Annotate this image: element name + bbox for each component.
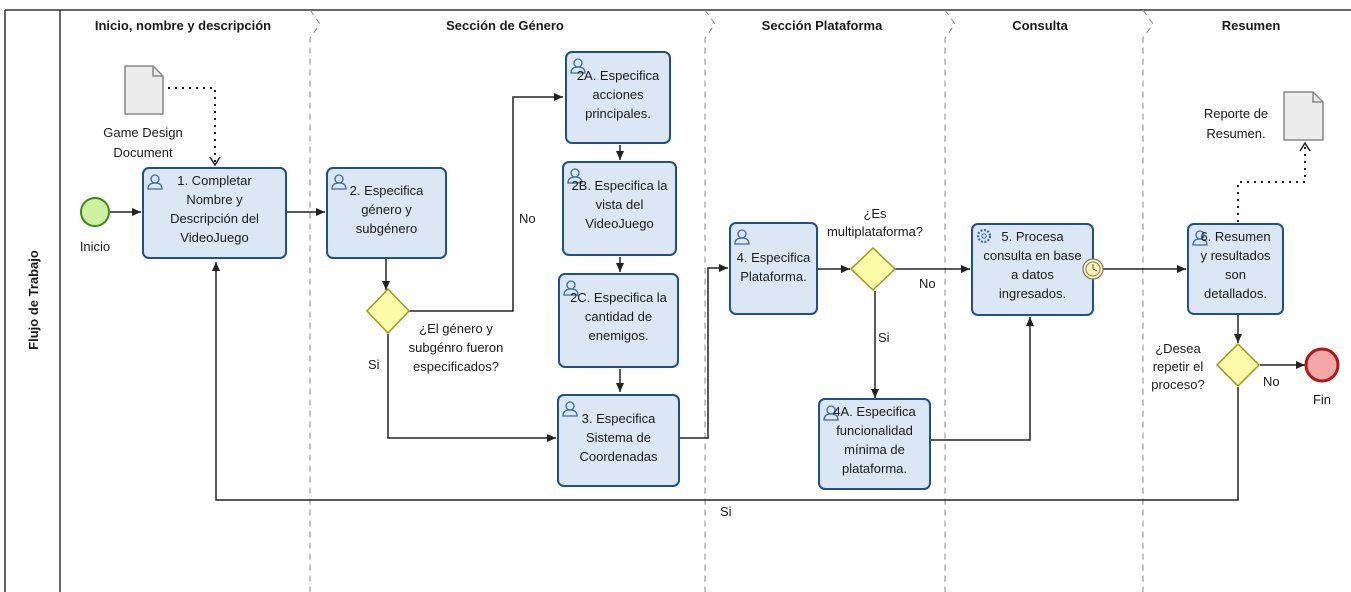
svg-text:¿Desea: ¿Desea — [1155, 341, 1201, 356]
task-t2c-label: 2C. Especifica la — [570, 290, 668, 305]
svg-text:¿Es: ¿Es — [863, 206, 887, 221]
pool-frame — [4, 9, 1351, 592]
document-report-label-2: Resumen. — [1206, 126, 1265, 141]
task-t5-label: ingresados. — [999, 286, 1066, 301]
task-t6-label: y resultados — [1200, 248, 1271, 263]
section-header-plataforma: Sección Plataforma — [762, 18, 883, 33]
task-t5-label: a datos — [1011, 267, 1054, 282]
gear-icon — [976, 228, 992, 244]
task-t3-label: Coordenadas — [579, 449, 658, 464]
task-t4a-label: funcionalidad — [836, 423, 913, 438]
task-t4a[interactable]: 4A. Especifica funcionalidad mínima de plat… — [818, 398, 931, 490]
svg-text:proceso?: proceso? — [1151, 377, 1204, 392]
task-t4a-label: mínima de — [844, 442, 905, 457]
end-event[interactable] — [1304, 347, 1340, 383]
associations — [168, 87, 1311, 222]
task-t4-label: Plataforma. — [740, 269, 806, 284]
lane-label: Flujo de Trabajo — [26, 250, 41, 350]
user-icon — [823, 405, 839, 421]
task-t1-label: VideoJuego — [180, 230, 248, 245]
end-event-label: Fin — [1313, 392, 1331, 407]
user-icon — [331, 174, 347, 190]
task-t2b-label: vista del — [596, 197, 644, 212]
document-game-design[interactable] — [124, 65, 164, 115]
task-t5[interactable]: 5. Procesa consulta en base a datos ingresa… — [971, 223, 1094, 316]
task-t3-label: 3. Especifica — [582, 411, 656, 426]
gateway-multiplataforma-question: ¿Es multiplataforma? — [827, 206, 923, 239]
section-header-genero: Sección de Género — [446, 18, 564, 33]
gateway-repetir-question: ¿Desea repetir el proceso? — [1151, 341, 1204, 392]
task-t6-label: son — [1225, 267, 1246, 282]
section-header-consulta: Consulta — [1012, 18, 1068, 33]
flow-label-g2-si: Si — [878, 330, 890, 345]
start-event-label: Inicio — [80, 239, 110, 254]
task-t6-label: 6. Resumen — [1200, 229, 1270, 244]
clock-icon — [1092, 264, 1098, 272]
task-t6-label: detallados. — [1204, 286, 1267, 301]
svg-text:subgénro fueron: subgénro fueron — [409, 340, 504, 355]
section-separators — [309, 9, 1154, 592]
document-icon — [124, 65, 164, 115]
start-event[interactable] — [80, 197, 110, 227]
task-t2a-label: acciones — [592, 87, 644, 102]
svg-text:multiplataforma?: multiplataforma? — [827, 224, 923, 239]
svg-text:especificados?: especificados? — [413, 359, 499, 374]
user-icon — [570, 58, 586, 74]
task-t2-label: 2. Especifica — [350, 183, 424, 198]
task-t5-label: consulta en base — [983, 248, 1081, 263]
section-header-inicio: Inicio, nombre y descripción — [95, 18, 271, 33]
task-t2[interactable]: 2. Especifica género y subgénero — [326, 167, 447, 259]
task-t5-label: 5. Procesa — [1001, 229, 1064, 244]
task-t2-label: subgénero — [356, 221, 417, 236]
task-t2c-label: enemigos. — [589, 328, 649, 343]
task-t1-label: Descripción del — [170, 211, 259, 226]
task-t2a-label: 2A. Especifica — [577, 68, 660, 83]
svg-text:¿El género y: ¿El género y — [419, 321, 493, 336]
task-t4-label: 4. Especifica — [737, 250, 811, 265]
gateway-genero[interactable] — [365, 287, 411, 335]
task-t2-label: género y — [361, 202, 412, 217]
task-t3-label: Sistema de — [586, 430, 651, 445]
task-t2c-label: cantidad de — [585, 309, 652, 324]
document-game-design-label-1: Game Design — [103, 125, 182, 140]
task-t2b-label: 2B. Especifica la — [571, 178, 668, 193]
sequence-flows — [110, 93, 1305, 501]
user-icon — [147, 174, 163, 190]
gateway-multiplataforma[interactable] — [849, 246, 897, 292]
user-icon — [567, 168, 583, 184]
flow-label-g3-si: Si — [720, 504, 732, 519]
user-icon — [734, 229, 750, 245]
document-report-label-1: Reporte de — [1204, 106, 1268, 121]
flow-label-g2-no: No — [919, 276, 936, 291]
user-icon — [1192, 230, 1208, 246]
flow-label-g1-si: Si — [368, 357, 380, 372]
document-report[interactable] — [1283, 91, 1324, 141]
document-icon — [1283, 91, 1324, 141]
task-t2a-label: principales. — [585, 106, 651, 121]
gateway-repetir[interactable] — [1215, 342, 1261, 388]
gateway-genero-question: ¿El género y subgénro fueron especificad… — [409, 321, 504, 374]
section-header-resumen: Resumen — [1222, 18, 1281, 33]
flow-label-g3-no: No — [1263, 374, 1280, 389]
task-t6[interactable]: 6. Resumen y resultados son detallados. — [1187, 223, 1284, 315]
task-t2a[interactable]: 2A. Especifica acciones principales. — [565, 51, 671, 144]
task-t1-label: Nombre y — [186, 192, 243, 207]
user-icon — [562, 401, 578, 417]
task-t4a-label: 4A. Especifica — [833, 404, 916, 419]
user-icon — [563, 280, 579, 296]
task-t1-label: 1. Completar — [177, 173, 252, 188]
document-game-design-label-2: Document — [113, 145, 173, 160]
flow-label-g1-no: No — [519, 211, 536, 226]
task-t2b-label: VideoJuego — [585, 216, 653, 231]
task-t4a-label: plataforma. — [842, 461, 907, 476]
svg-text:repetir el: repetir el — [1153, 359, 1204, 374]
timer-boundary-event[interactable] — [1082, 258, 1104, 280]
task-t2c[interactable]: 2C. Especifica la cantidad de enemigos. — [558, 273, 679, 368]
